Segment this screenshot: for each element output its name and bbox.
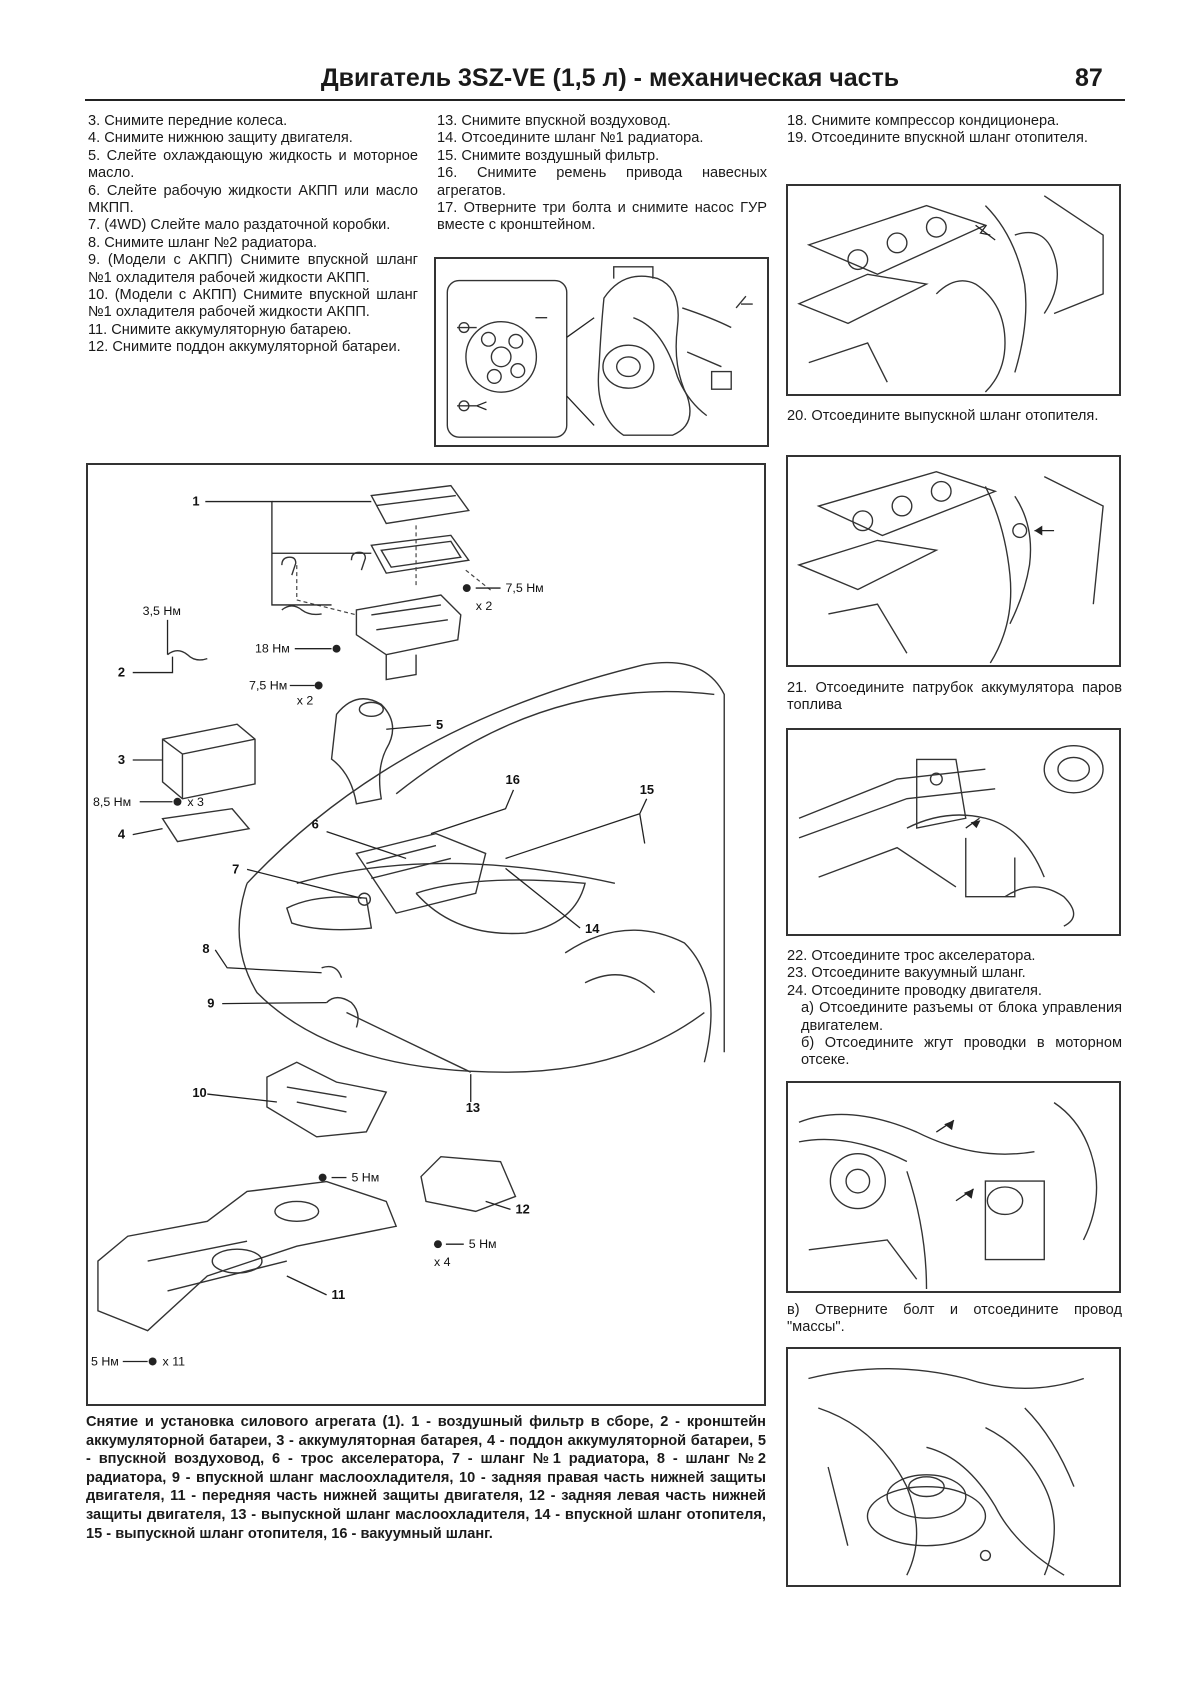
torque-5-nm-c: 5 Нм (91, 1354, 119, 1368)
power-unit-exploded-drawing: 1 7,5 Нм x 2 3,5 Нм 2 18 Нм 7,5 Нм x 2 5 (91, 484, 725, 1368)
battery (161, 723, 256, 800)
power-unit-removal-figure: 1 7,5 Нм x 2 3,5 Нм 2 18 Нм 7,5 Нм x 2 5 (86, 463, 766, 1406)
callout-16: 16 (506, 772, 520, 787)
torque-18-nm: 18 Нм (255, 642, 290, 656)
step-22: 22. Отсоедините трос акселератора. (787, 948, 1036, 964)
step-15: 15. Снимите воздушный фильтр. (437, 147, 660, 164)
vehicle-outline (246, 661, 725, 1053)
step-24: 24. Отсоедините проводку двигателя. (787, 982, 1042, 999)
torque-5-nm-a: 5 Нм (351, 1171, 379, 1185)
step-18: 18. Снимите компрессор кондиционера. (787, 113, 1060, 129)
step-12: 12. Снимите поддон аккумуляторной батаре… (88, 339, 401, 356)
heater-inlet-hose-figure (786, 184, 1121, 396)
step-3: 3. Снимите передние колеса. (88, 113, 288, 129)
engine-wiring-drawing (798, 1102, 1098, 1290)
step-17: 17. Отверните три болта и снимите насос … (437, 200, 767, 234)
step-11: 11. Снимите аккумуляторную батарею. (88, 321, 352, 338)
torque-5-nm-b: 5 Нм (469, 1237, 497, 1251)
intake-duct (330, 698, 394, 805)
power-steering-pump-drawing (446, 266, 753, 438)
torque-3-5-nm: 3,5 Нм (143, 604, 181, 618)
step-4: 4. Снимите нижнюю защиту двигателя. (88, 130, 353, 147)
callout-11: 11 (332, 1287, 346, 1302)
step-19: 19. Отсоедините впускной шланг отопителя… (787, 130, 1088, 147)
torque-x3: x 3 (187, 795, 204, 809)
heater-outlet-hose-figure (786, 455, 1121, 667)
caption-20: 20. Отсоедините выпускной шланг отопител… (787, 408, 1099, 424)
rear-right-undercover (266, 1061, 388, 1138)
steps-column-3: 18. Снимите компрессор кондиционера. 19.… (787, 113, 1122, 148)
callout-2: 2 (118, 665, 125, 680)
step-24a: а) Отсоедините разъемы от блока управлен… (801, 1000, 1122, 1034)
evap-canister-hose-figure (786, 728, 1121, 936)
page-title: Двигатель 3SZ-VE (1,5 л) - механическая … (320, 64, 900, 92)
bolt-icon (314, 681, 323, 690)
torque-x4: x 4 (434, 1255, 451, 1269)
torque-7-5-nm-b: 7,5 Нм (249, 678, 287, 692)
heater-inlet-hose-drawing (797, 195, 1104, 393)
ground-wire-drawing (808, 1368, 1085, 1576)
callout-15: 15 (640, 782, 654, 797)
callout-9: 9 (207, 996, 214, 1011)
torque-8-5-nm: 8,5 Нм (93, 795, 131, 809)
callout-7: 7 (232, 861, 239, 876)
callout-6: 6 (312, 817, 319, 832)
main-figure-caption: Снятие и установка силового агрегата (1)… (86, 1414, 766, 1542)
step-13: 13. Снимите впускной воздуховод. (437, 113, 671, 129)
step-7: 7. (4WD) Слейте мало раздаточной коробки… (88, 217, 391, 234)
battery-tray (161, 808, 251, 843)
steps-column-2: 13. Снимите впускной воздуховод. 14. Отс… (437, 113, 767, 235)
callout-1: 1 (192, 494, 199, 509)
bolt-icon (318, 1173, 327, 1182)
caption-v: в) Отверните болт и отсоедините провод "… (787, 1302, 1122, 1336)
page-number: 87 (1075, 64, 1103, 92)
ground-wire-figure (786, 1347, 1121, 1587)
torque-x2-a: x 2 (476, 599, 493, 613)
callout-13: 13 (466, 1100, 480, 1115)
step-24b: б) Отсоедините жгут проводки в моторном … (801, 1035, 1122, 1069)
callout-8: 8 (202, 941, 209, 956)
step-6: 6. Слейте рабочую жидкости АКПП или масл… (88, 182, 418, 217)
front-undercover (97, 1180, 398, 1332)
evap-canister-hose-drawing (798, 745, 1104, 927)
captions-22-24: 22. Отсоедините трос акселератора. 23. О… (787, 948, 1122, 1070)
callout-12: 12 (515, 1201, 529, 1216)
step-10: 10. (Модели с АКПП) Снимите впускной шла… (88, 287, 418, 321)
heater-outlet-hose-drawing (796, 470, 1104, 664)
step-9: 9. (Модели с АКПП) Снимите впускной шлан… (88, 252, 418, 286)
step-23: 23. Отсоедините вакуумный шланг. (787, 965, 1026, 982)
bolt-icon (332, 644, 341, 653)
air-filter-cover (370, 484, 470, 525)
torque-7-5-nm-a: 7,5 Нм (506, 581, 544, 595)
engine-wiring-figure (786, 1081, 1121, 1293)
step-5: 5. Слейте охлаждающую жидкость и моторно… (88, 147, 418, 182)
torque-x11: x 11 (163, 1354, 186, 1368)
bolt-icon (148, 1357, 157, 1366)
header-rule (85, 99, 1125, 101)
torque-x2-b: x 2 (297, 693, 314, 707)
caption-21: 21. Отсоедините патрубок аккумулятора па… (787, 680, 1122, 714)
callout-14: 14 (585, 921, 600, 936)
engine-block (355, 832, 487, 914)
step-14: 14. Отсоедините шланг №1 радиатора. (437, 130, 704, 147)
bolt-icon (462, 584, 471, 593)
rear-left-undercover (420, 1155, 517, 1213)
callout-4: 4 (118, 827, 126, 842)
bolt-icon (433, 1240, 442, 1249)
air-filter-element (370, 534, 470, 574)
step-8: 8. Снимите шланг №2 радиатора. (88, 234, 318, 251)
bolt-icon (173, 797, 182, 806)
callout-3: 3 (118, 752, 125, 767)
battery-bracket (167, 649, 208, 661)
callout-5: 5 (436, 717, 443, 732)
power-steering-pump-figure (434, 257, 769, 447)
callout-10: 10 (192, 1085, 206, 1100)
steps-column-1: 3. Снимите передние колеса. 4. Снимите н… (88, 113, 418, 357)
step-16: 16. Снимите ремень привода навесных агре… (437, 165, 767, 199)
